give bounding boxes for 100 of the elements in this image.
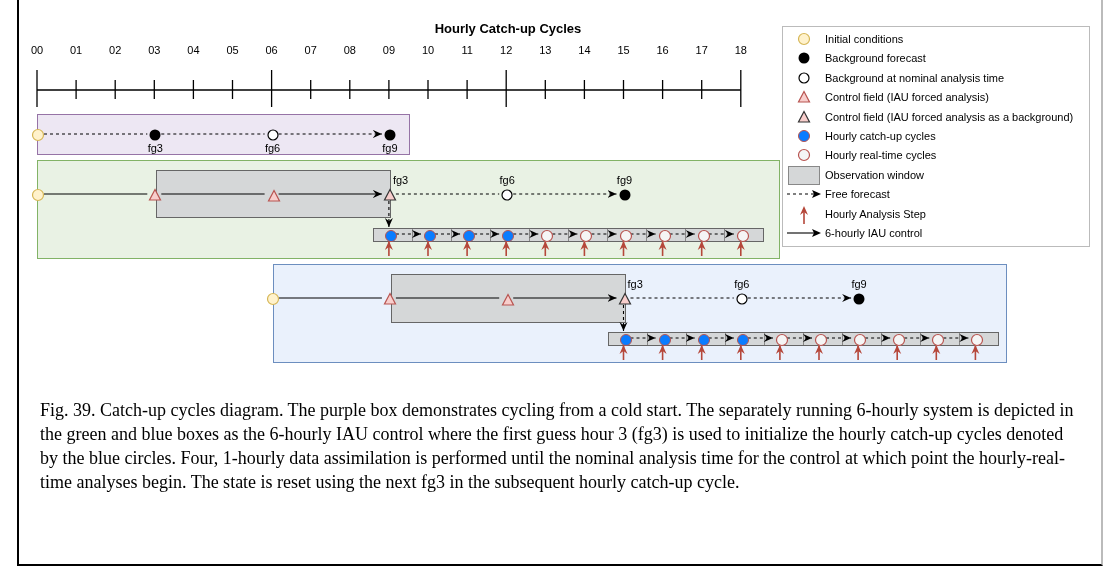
catch-up-cycle-dot [423, 229, 437, 243]
legend-label: Free forecast [825, 188, 890, 202]
tick-label: 17 [694, 44, 709, 57]
arrow [384, 200, 393, 228]
arrow [786, 334, 813, 342]
arrow [669, 230, 696, 238]
arrow [395, 230, 422, 238]
tick-label: 00 [29, 44, 45, 57]
legend-label: 6-hourly IAU control [825, 227, 923, 240]
arrow [463, 240, 472, 257]
catch-up-cycle-dot [657, 333, 672, 347]
figure-caption: Fig. 39. Catch-up cycles diagram. The purple box demonstrates cycling from a cold start. The separately running 6-hourly system is depicted in the green and blue boxes as the 6-hourly IAU control where the first guess hour 3 (fg3) is used to initialize the hourly catch-up cycles denoted by the blue circles. Four, 1-hourly data assimilation is performed until the nominal analysis time for the control at which point the hourly-real-time analyses begin. The state is reset using the next fg3 in the subsequent hourly catch-up cycle. [40, 399, 1075, 494]
initial-condition-marker [31, 128, 45, 142]
tick-label: 06 [264, 44, 279, 57]
arrow [825, 334, 852, 342]
real-time-cycle-circle [696, 229, 711, 243]
tick-label: 03 [147, 44, 162, 57]
real-time-cycle-circle [774, 333, 789, 347]
arrow [854, 344, 863, 361]
real-time-cycle-circle [579, 229, 594, 243]
arrow [658, 344, 667, 361]
real-time-cycle-circle [814, 333, 828, 347]
tick-label: 10 [420, 44, 436, 57]
tick-label: 18 [733, 44, 748, 57]
legend-label: Hourly catch-up cycles [825, 130, 936, 143]
tick-label: 15 [616, 44, 631, 57]
marker-label: fg3 [146, 142, 164, 155]
arrow [736, 240, 745, 257]
connector-line [160, 133, 266, 135]
arrow [629, 230, 657, 238]
connector-line [395, 193, 500, 195]
initial-condition-marker [265, 292, 280, 306]
arrow [697, 344, 706, 361]
control-field-triangle [148, 188, 163, 202]
connector-line [278, 297, 383, 299]
connector-line [395, 297, 500, 299]
legend-label: Control field (IAU forced analysis as a background) [825, 110, 1074, 124]
real-time-cycle-circle [970, 333, 985, 347]
arrow [697, 240, 706, 257]
marker-label: fg6 [498, 174, 516, 187]
arrow [619, 344, 628, 361]
legend-label: Observation window [825, 168, 925, 182]
arrow [775, 344, 784, 361]
control-field-triangle [266, 189, 281, 203]
tick-label: 11 [460, 44, 474, 57]
tick-label: 13 [538, 44, 553, 57]
legend-label: Control field (IAU forced analysis) [825, 91, 989, 105]
catch-up-cycle-dot [618, 333, 633, 347]
arrow [619, 304, 628, 332]
arrow [669, 334, 696, 342]
legend-label: Initial conditions [825, 33, 904, 46]
arrow [551, 230, 578, 238]
catch-up-cycle-dot [462, 229, 477, 243]
arrow [541, 240, 550, 257]
control-field-triangle [501, 293, 516, 307]
real-time-cycle-circle [735, 229, 750, 243]
connector-line [43, 133, 148, 135]
arrow [424, 240, 432, 257]
real-time-cycle-circle [540, 229, 555, 243]
arrow [893, 344, 902, 361]
catch-up-cycle-dot [383, 229, 398, 243]
chart-title: Hourly Catch-up Cycles [433, 21, 583, 36]
arrow [434, 230, 461, 238]
arrow [473, 230, 500, 238]
real-time-cycle-circle [853, 333, 868, 347]
arrow [512, 294, 618, 302]
connector-line [43, 193, 148, 195]
tick-label: 07 [303, 44, 318, 57]
arrow [708, 230, 735, 238]
initial-condition-marker [31, 188, 45, 202]
control-field-triangle [382, 292, 397, 306]
arrow [658, 240, 667, 257]
arrow [864, 334, 891, 342]
arrow [747, 334, 774, 342]
arrow [590, 230, 618, 238]
tick-label: 05 [225, 44, 240, 57]
real-time-cycle-circle [931, 333, 946, 347]
arrow [747, 294, 852, 302]
marker-label: fg6 [263, 142, 282, 155]
marker-label: fg3 [392, 174, 409, 187]
arrow [384, 240, 393, 257]
real-time-cycle-circle [892, 333, 907, 347]
arrow [708, 334, 735, 342]
observation-window [156, 170, 391, 218]
observation-window [391, 274, 626, 323]
arrow [502, 240, 511, 257]
tick-label: 08 [342, 44, 357, 57]
tick-label: 14 [577, 44, 592, 57]
cycle-strip [608, 332, 999, 346]
arrow [815, 344, 823, 361]
arrow [278, 190, 383, 198]
tick-label: 01 [68, 44, 84, 57]
real-time-cycle-circle [618, 229, 633, 243]
arrow [512, 190, 618, 198]
legend-label: Hourly Analysis Step [825, 207, 926, 221]
arrow [580, 240, 589, 257]
legend-label: Background forecast [825, 52, 926, 66]
arrow [971, 344, 980, 361]
tick-label: 04 [186, 44, 201, 57]
arrow [619, 240, 628, 257]
